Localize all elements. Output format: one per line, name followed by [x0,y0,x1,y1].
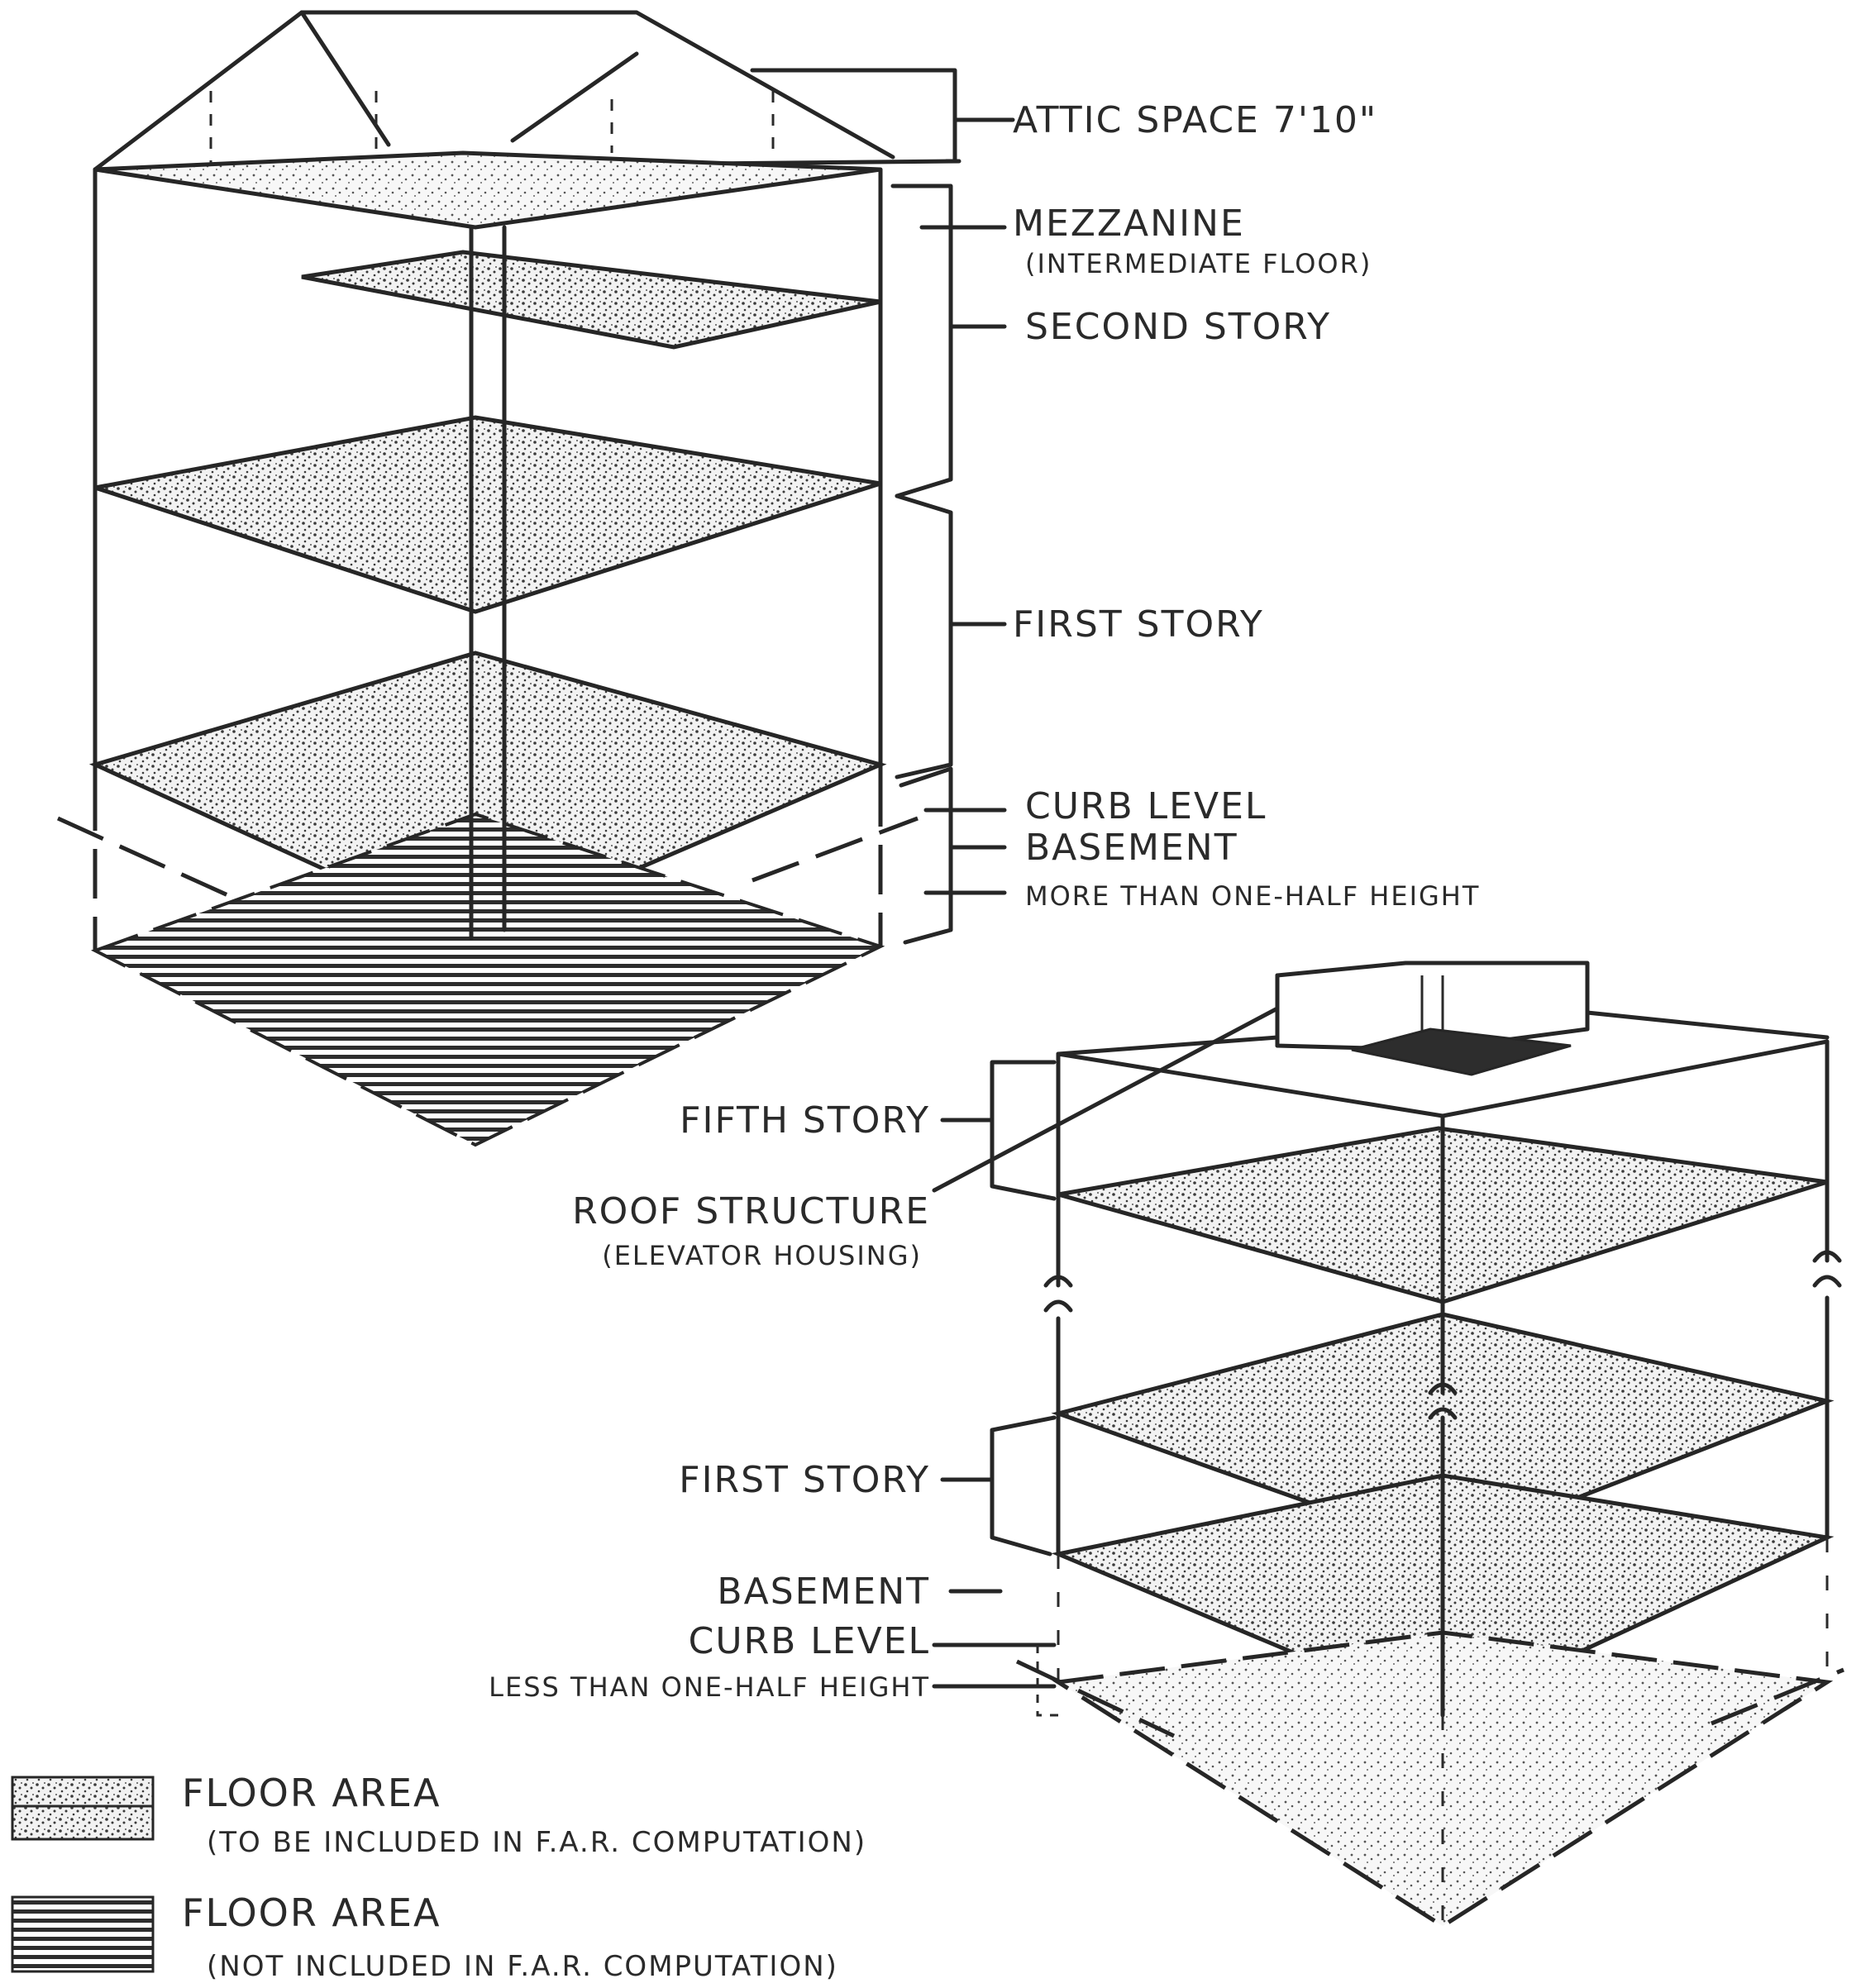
building-a-roof [93,10,962,172]
elevator-housing [1275,961,1590,1076]
building-b-brackets [932,1006,1280,1717]
building-b: FIFTH STORY ROOF STRUCTURE (ELEVATOR HOU… [489,961,1844,1928]
basement-height-label: MORE THAN ONE-HALF HEIGHT [1025,880,1480,912]
building-b-first-story-label: FIRST STORY [679,1459,930,1501]
building-a-attic-floor [94,150,881,230]
legend-included-note: (TO BE INCLUDED IN F.A.R. COMPUTATION) [207,1826,866,1859]
legend-included-swatch [11,1776,155,1841]
elevator-floor [1351,1027,1572,1076]
roof-structure-label: ROOF STRUCTURE [572,1190,930,1232]
building-a-second-story-floor [94,415,881,614]
building-b-curb-level-label: CURB LEVEL [689,1620,930,1662]
legend: FLOOR AREA (TO BE INCLUDED IN F.A.R. COM… [11,1771,866,1983]
mezzanine-label: MEZZANINE [1013,203,1245,245]
roof-structure-sub-label: (ELEVATOR HOUSING) [602,1240,922,1271]
basement-label: BASEMENT [1025,827,1238,869]
building-b-basement-height-label: LESS THAN ONE-HALF HEIGHT [489,1671,930,1703]
building-a: ATTIC SPACE 7'10" MEZZANINE (INTERMEDIAT… [56,10,1480,1147]
legend-included: FLOOR AREA (TO BE INCLUDED IN F.A.R. COM… [11,1771,866,1859]
mezzanine-sub-label: (INTERMEDIATE FLOOR) [1025,248,1372,279]
legend-excluded-swatch [11,1895,155,1973]
legend-included-title: FLOOR AREA [182,1771,441,1815]
first-story-label: FIRST STORY [1013,603,1264,646]
fifth-story-label: FIFTH STORY [680,1099,930,1142]
building-a-mezzanine-floor [301,250,881,350]
legend-excluded-note: (NOT INCLUDED IN F.A.R. COMPUTATION) [207,1950,838,1983]
building-a-basement-floor [90,812,885,1147]
legend-excluded-title: FLOOR AREA [182,1890,441,1935]
building-b-basement-label: BASEMENT [717,1571,930,1613]
building-a-brackets [750,68,1015,945]
attic-space-label: ATTIC SPACE 7'10" [1013,99,1377,141]
second-story-label: SECOND STORY [1025,306,1331,348]
legend-excluded: FLOOR AREA (NOT INCLUDED IN F.A.R. COMPU… [11,1890,838,1983]
curb-level-label: CURB LEVEL [1025,785,1267,827]
building-b-basement-floor [1052,1630,1834,1928]
